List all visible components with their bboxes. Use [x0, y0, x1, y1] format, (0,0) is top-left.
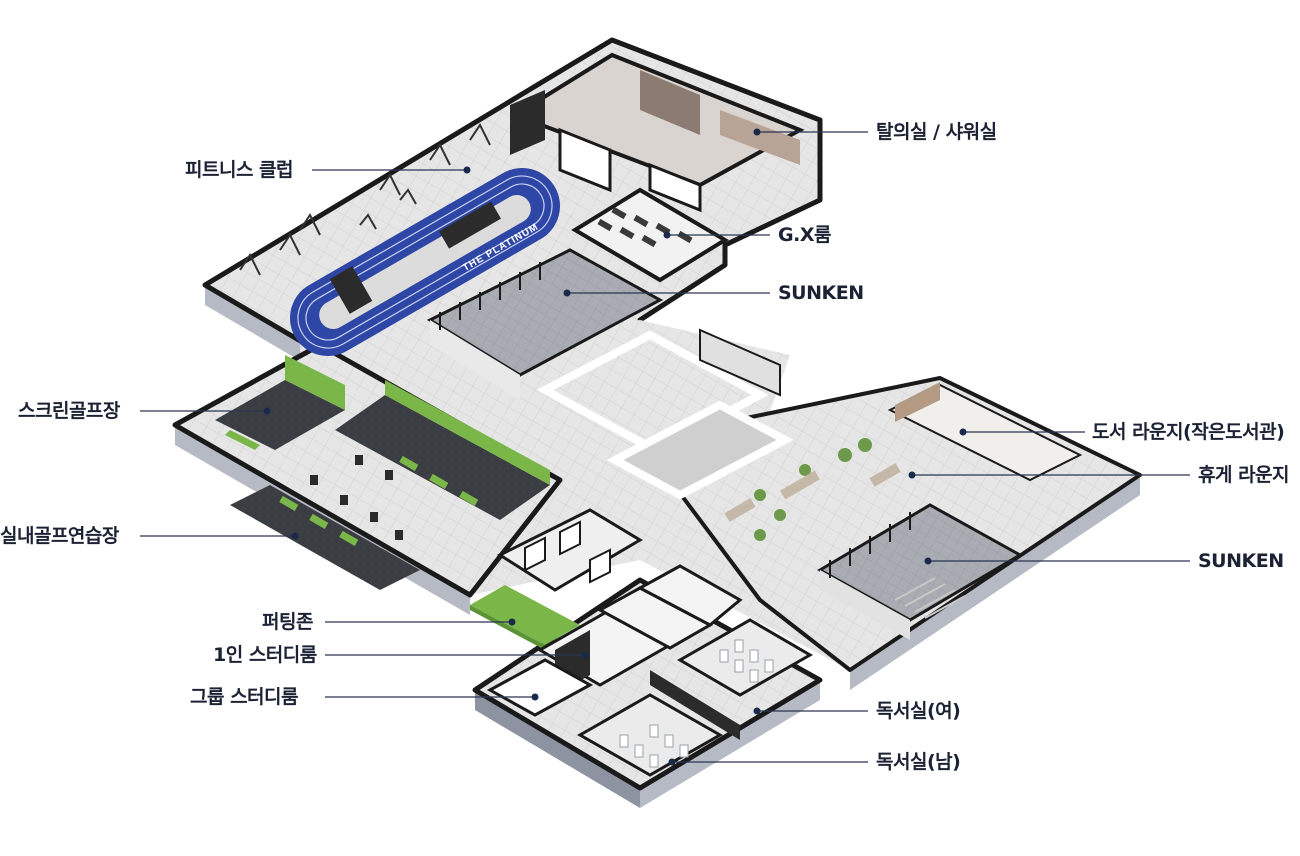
reading-room-male [576, 670, 740, 777]
leader-dots [263, 128, 967, 766]
label-book-lounge: 도서 라운지(작은도서관) [1092, 421, 1285, 443]
restroom-block [496, 508, 643, 592]
label-rest-lounge: 휴게 라운지 [1198, 464, 1290, 486]
screen-golf [215, 355, 345, 450]
central-rooms [536, 328, 794, 500]
label-screen-golf: 스크린골프장 [18, 400, 120, 422]
putting-zone [470, 585, 580, 650]
study-rooms [486, 564, 743, 717]
label-putting-zone: 퍼팅존 [262, 611, 313, 633]
label-indoor-golf: 실내골프연습장 [0, 525, 119, 547]
indoor-golf [230, 380, 550, 590]
locker-shower-rooms [510, 52, 805, 213]
gx-room [571, 187, 729, 283]
label-reading-male: 독서실(남) [876, 751, 961, 773]
leader-lines [140, 131, 1190, 763]
label-study-single: 1인 스터디룸 [213, 644, 317, 666]
label-sunken-top: SUNKEN [778, 282, 864, 304]
label-reading-female: 독서실(여) [876, 700, 961, 722]
sunken-top [426, 248, 664, 400]
label-gx-room: G.X룸 [778, 224, 831, 246]
label-locker-shower: 탈의실 / 샤워실 [876, 121, 997, 143]
reading-room-female [677, 618, 813, 697]
label-sunken-right: SUNKEN [1198, 550, 1284, 572]
label-fitness-club: 피트니스 클럽 [185, 159, 294, 181]
label-study-group: 그룹 스터디룸 [190, 686, 299, 708]
